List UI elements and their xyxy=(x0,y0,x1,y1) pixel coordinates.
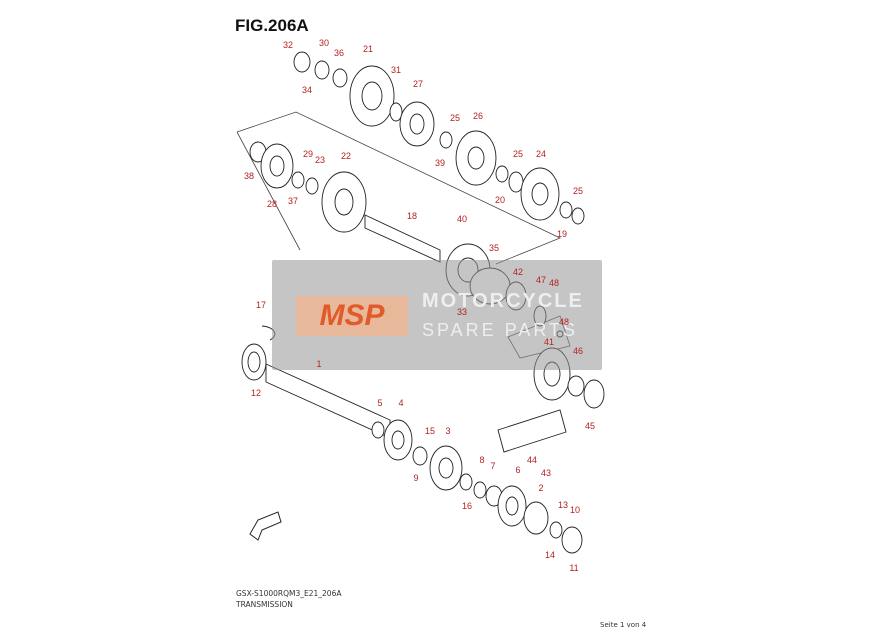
callout-48: 48 xyxy=(558,317,570,327)
callout-9: 9 xyxy=(413,473,419,483)
callout-10: 10 xyxy=(569,505,581,515)
callout-33: 33 xyxy=(456,307,468,317)
callout-32: 32 xyxy=(282,40,294,50)
callout-7: 7 xyxy=(490,461,496,471)
callout-41: 41 xyxy=(543,337,555,347)
callout-25: 25 xyxy=(449,113,461,123)
page-number: Seite 1 von 4 xyxy=(600,621,647,629)
figure-code: GSX-S1000RQM3_E21_206A xyxy=(236,589,342,598)
callout-27: 27 xyxy=(412,79,424,89)
callout-1: 1 xyxy=(316,359,322,369)
callout-20: 20 xyxy=(494,195,506,205)
callout-44: 44 xyxy=(526,455,538,465)
callout-22: 22 xyxy=(340,151,352,161)
callout-35: 35 xyxy=(488,243,500,253)
callout-38: 38 xyxy=(243,171,255,181)
figure-title: FIG.206A xyxy=(235,16,309,35)
callout-29: 29 xyxy=(302,149,314,159)
callout-47: 47 xyxy=(535,275,547,285)
figure-name: TRANSMISSION xyxy=(236,600,293,609)
callout-16: 16 xyxy=(461,501,473,511)
callout-31: 31 xyxy=(390,65,402,75)
callout-42: 42 xyxy=(512,267,524,277)
callout-8: 8 xyxy=(479,455,485,465)
callout-24: 24 xyxy=(535,149,547,159)
callout-11: 11 xyxy=(569,563,579,573)
callout-14: 14 xyxy=(544,550,556,560)
callout-43: 43 xyxy=(540,468,552,478)
callout-23: 23 xyxy=(314,155,326,165)
driveshaft-parts xyxy=(241,325,605,554)
fwd-arrow-icon xyxy=(249,511,282,541)
callout-12: 12 xyxy=(250,388,262,398)
callout-17: 17 xyxy=(255,300,267,310)
callout-48: 48 xyxy=(548,278,560,288)
countershaft-parts xyxy=(293,51,585,225)
watermark-line1: MOTORCYCLE xyxy=(422,290,584,312)
callout-21: 21 xyxy=(362,44,374,54)
callout-45: 45 xyxy=(584,421,596,431)
callout-6: 6 xyxy=(515,465,521,475)
watermark-logo: MSP xyxy=(296,296,408,336)
callout-28: 28 xyxy=(266,199,278,209)
callout-34: 34 xyxy=(301,85,313,95)
callout-26: 26 xyxy=(472,111,484,121)
callout-40: 40 xyxy=(456,214,468,224)
callout-36: 36 xyxy=(333,48,345,58)
callout-15: 15 xyxy=(424,426,436,436)
callout-25: 25 xyxy=(512,149,524,159)
callout-18: 18 xyxy=(406,211,418,221)
callout-30: 30 xyxy=(318,38,330,48)
callout-25: 25 xyxy=(572,186,584,196)
callout-2: 2 xyxy=(538,483,544,493)
callout-3: 3 xyxy=(445,426,451,436)
callout-19: 19 xyxy=(556,229,568,239)
watermark-line2: SPARE PARTS xyxy=(422,320,579,340)
callout-13: 13 xyxy=(557,500,569,510)
callout-4: 4 xyxy=(398,398,404,408)
callout-5: 5 xyxy=(377,398,383,408)
callout-46: 46 xyxy=(572,346,584,356)
callout-37: 37 xyxy=(287,196,299,206)
callout-39: 39 xyxy=(434,158,446,168)
watermark: MSP MOTORCYCLE SPARE PARTS xyxy=(272,260,602,370)
